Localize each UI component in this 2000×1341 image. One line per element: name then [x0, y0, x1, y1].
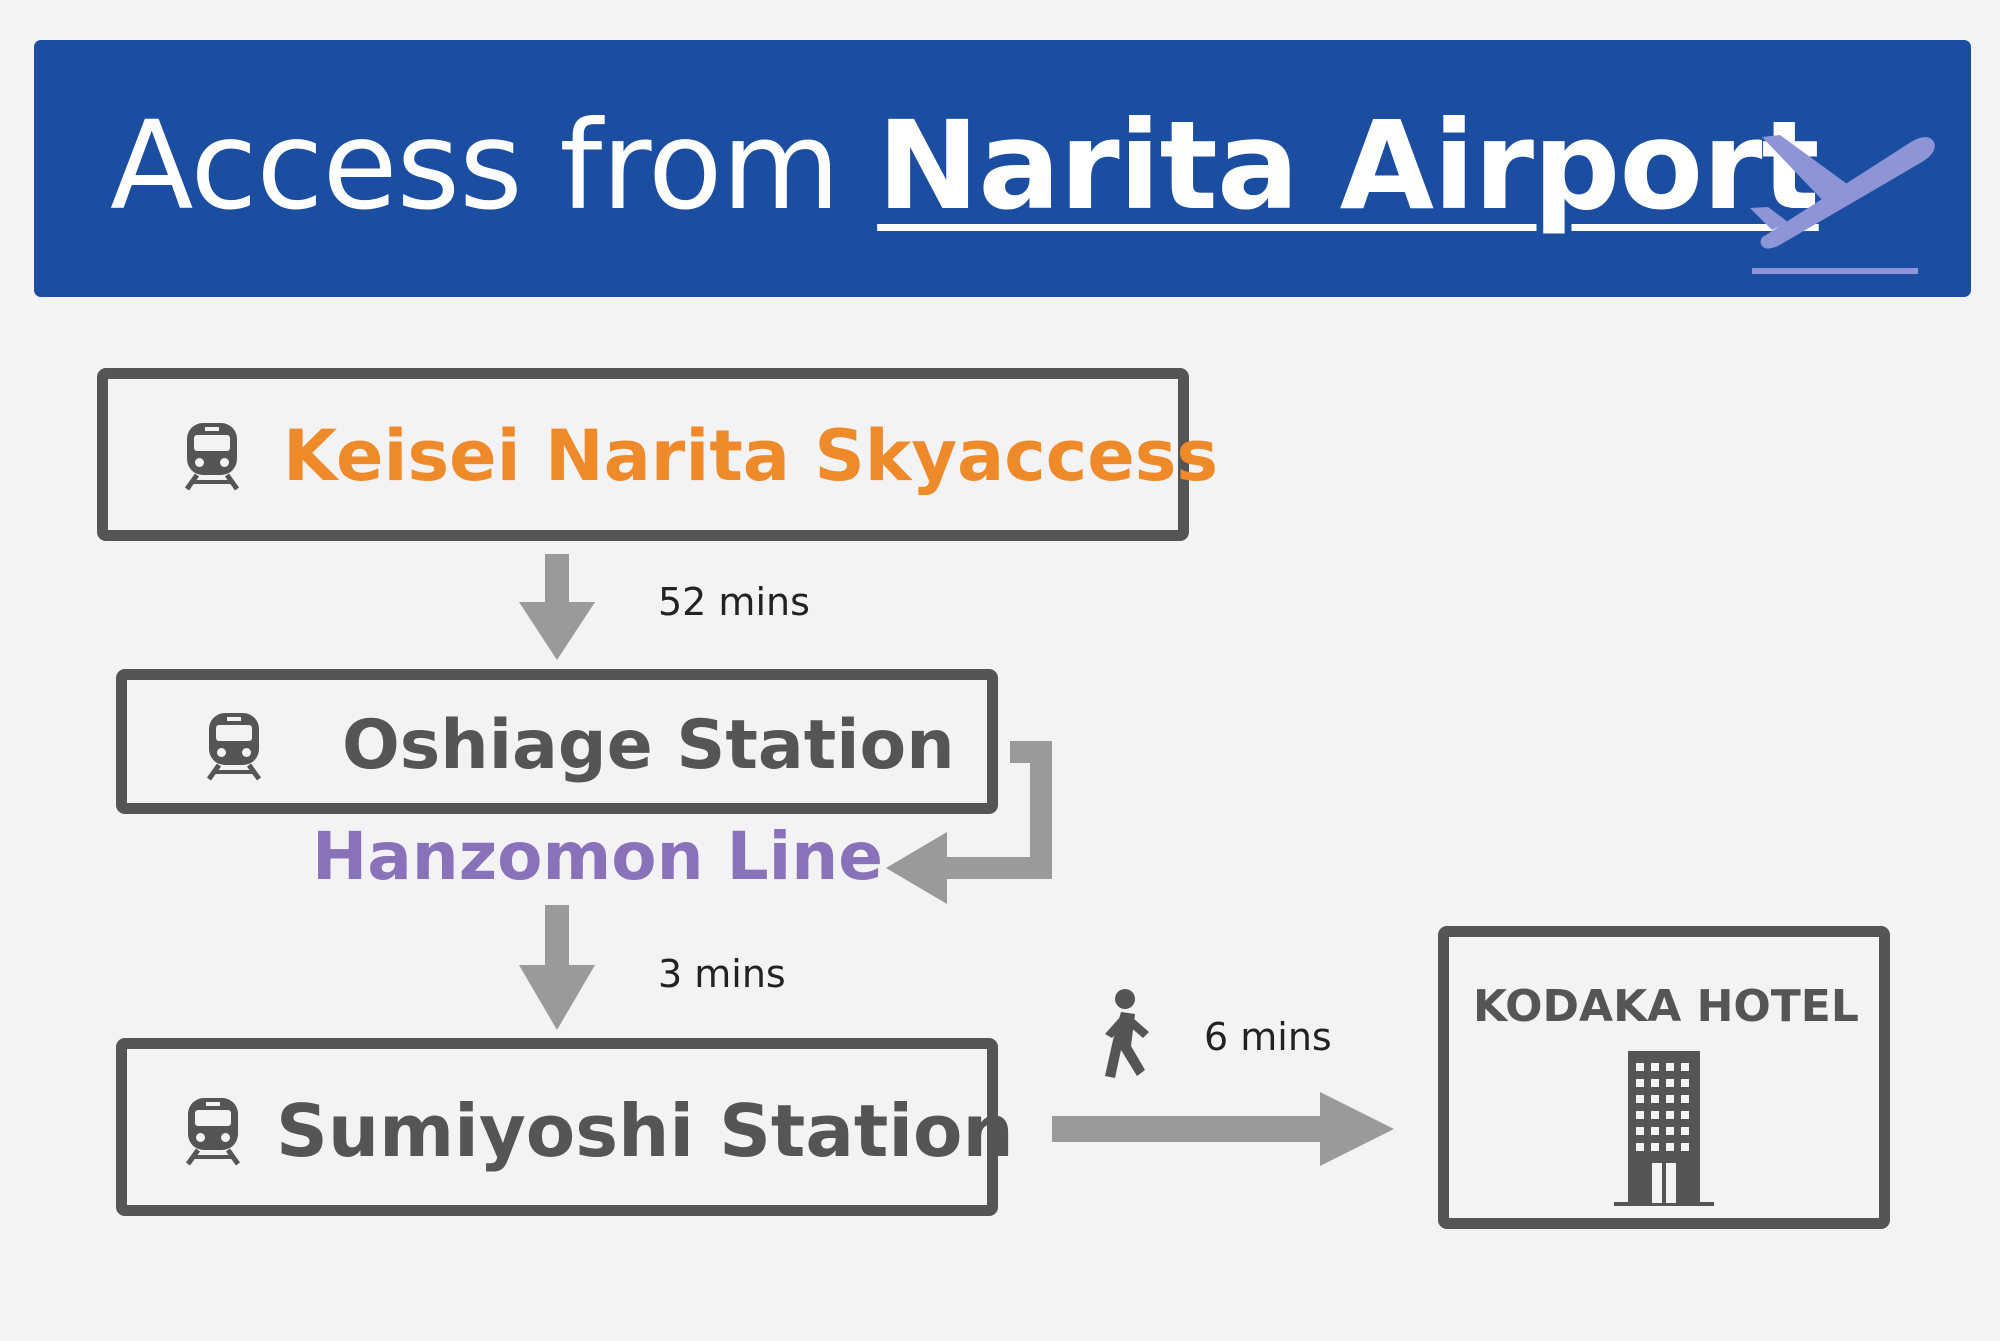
oshiage-label: Oshiage Station	[342, 706, 955, 785]
hanzomon-line-label: Hanzomon Line	[312, 818, 884, 895]
arrow-down-1	[545, 554, 569, 604]
title-prefix: Access from	[110, 95, 840, 237]
skyaccess-label: Keisei Narita Skyaccess	[283, 415, 1219, 497]
arrow-right-shaft	[1052, 1116, 1324, 1142]
elbow-arrow-horizontal	[944, 857, 1052, 879]
elbow-arrow-vertical	[1030, 741, 1052, 879]
hotel-building-icon	[1614, 1051, 1714, 1206]
hotel-box: KODAKA HOTEL	[1438, 926, 1890, 1229]
hotel-label: KODAKA HOTEL	[1473, 981, 1859, 1032]
title-airport: Narita Airport	[877, 95, 1820, 237]
airplane-icon	[1750, 135, 1935, 274]
page-title: Access from Narita Airport	[110, 95, 1820, 237]
skyaccess-box: Keisei Narita Skyaccess	[97, 368, 1218, 541]
sumiyoshi-label: Sumiyoshi Station	[276, 1089, 1014, 1173]
train-icon	[206, 713, 262, 781]
arrow-head-down-2	[519, 965, 595, 1030]
oshiage-box: Oshiage Station	[116, 669, 998, 814]
walking-person-icon	[1105, 989, 1149, 1078]
sumiyoshi-box: Sumiyoshi Station	[116, 1038, 1014, 1216]
train-icon	[184, 423, 240, 491]
leg2-time: 3 mins	[658, 952, 786, 996]
walk-time: 6 mins	[1204, 1015, 1332, 1059]
train-icon	[185, 1098, 241, 1166]
elbow-arrow-head	[886, 832, 947, 904]
arrow-down-2	[545, 905, 569, 967]
header-banner: Access from Narita Airport	[34, 40, 1971, 297]
leg1-time: 52 mins	[658, 580, 810, 624]
arrow-head-right	[1320, 1092, 1394, 1166]
arrow-head-down-1	[519, 602, 595, 660]
